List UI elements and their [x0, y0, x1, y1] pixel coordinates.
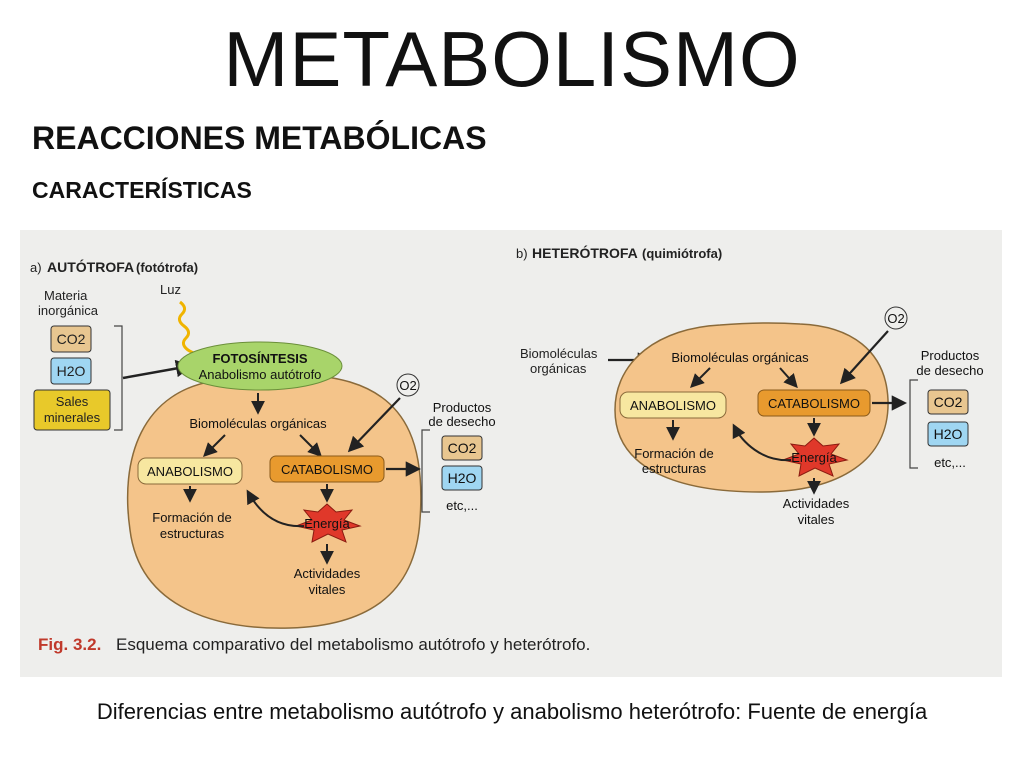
het-bio-to-catabolismo-arrow	[779, 367, 798, 389]
autotrofo-o2-label: O2	[399, 378, 416, 393]
bio-to-catabolismo-arrow	[299, 434, 322, 457]
autotrofo-catabolismo-label: CATABOLISMO	[281, 462, 373, 477]
autotrofo-out-h2o-box	[441, 465, 483, 491]
co2-input-box	[50, 325, 92, 353]
het-o2-to-catabolismo-arrow	[839, 330, 889, 385]
inputs-bracket	[114, 325, 123, 431]
panel-heterotrofo: b) HETERÓTROFA (quimiótrofa) Biomolécula…	[516, 244, 984, 527]
heterotrofo-anabolismo-box	[619, 391, 727, 419]
o2-to-catabolismo-arrow	[347, 397, 401, 453]
autotrofo-energia-star	[294, 503, 362, 543]
autotrofo-heading-prefix: a)	[30, 260, 42, 275]
autotrofo-anabolismo-box	[137, 457, 243, 485]
heterotrofo-etc-label: etc,...	[934, 455, 966, 470]
panel-autotrofo: a) AUTÓTROFA (fotótrofa) Materia inorgán…	[30, 258, 496, 629]
autotrofo-formacion-1: Formación de	[152, 510, 231, 525]
heterotrofo-catabolismo-label: CATABOLISMO	[768, 396, 860, 411]
autotrofo-heading: AUTÓTROFA	[47, 258, 134, 275]
inputs-label-1: Materia	[44, 288, 88, 303]
h2o-input-label: H2O	[57, 363, 86, 379]
anabolismo-autotrofo-label: Anabolismo autótrofo	[199, 367, 322, 382]
heterotrofo-heading: HETERÓTROFA	[532, 244, 638, 261]
slide-footer-caption: Diferencias entre metabolismo autótrofo …	[96, 699, 928, 724]
heterotrofo-out-h2o-box	[927, 421, 969, 447]
slide-subtitle: REACCIONES METABÓLICAS	[32, 120, 487, 156]
autotrofo-heading-sub: (fotótrofa)	[136, 260, 198, 275]
heterotrofo-formacion-1: Formación de	[634, 446, 713, 461]
figure-caption-label: Fig. 3.2.	[38, 635, 101, 654]
heterotrofo-actividades-2: vitales	[798, 512, 835, 527]
heterotrofo-o2-label: O2	[887, 311, 904, 326]
light-ray	[177, 300, 213, 362]
autotrofo-out-co2-label: CO2	[448, 440, 477, 456]
luz-label: Luz	[160, 282, 181, 297]
metabolism-diagram: a) AUTÓTROFA (fotótrofa) Materia inorgán…	[30, 244, 984, 654]
heterotrofo-o2-circle	[884, 306, 908, 330]
autotrofo-productos-1: Productos	[433, 400, 492, 415]
heterotrofo-out-h2o-label: H2O	[934, 426, 963, 442]
autotrofo-output-bracket	[421, 429, 430, 513]
heterotrofo-output-bracket	[909, 379, 918, 469]
het-energia-to-anabolismo-arrow	[732, 423, 792, 462]
het-bio-to-anabolismo-arrow	[690, 367, 711, 388]
energia-to-anabolismo-arrow	[246, 489, 305, 528]
heterotrofo-biomoleculas: Biomoléculas orgánicas	[671, 350, 809, 365]
bio-to-anabolismo-arrow	[203, 434, 226, 457]
heterotrofo-actividades-1: Actividades	[783, 496, 850, 511]
sales-input-box	[33, 389, 111, 431]
heterotrofo-productos-1: Productos	[921, 348, 980, 363]
autotrofo-biomoleculas: Biomoléculas orgánicas	[189, 416, 327, 431]
autotrofo-out-co2-box	[441, 435, 483, 461]
sales-label-1: Sales	[56, 394, 89, 409]
heterotrofo-productos-2: de desecho	[916, 363, 983, 378]
section-heading: CARACTERÍSTICAS	[32, 177, 252, 203]
fotosintesis-ellipse	[177, 341, 343, 391]
heterotrofo-input-2: orgánicas	[530, 361, 587, 376]
autotrofo-productos-2: de desecho	[428, 414, 495, 429]
co2-input-label: CO2	[57, 331, 86, 347]
heterotrofo-out-co2-label: CO2	[934, 394, 963, 410]
metabolism-figure: a) AUTÓTROFA (fotótrofa) Materia inorgán…	[20, 230, 1002, 677]
heterotrofo-input-1: Biomoléculas	[520, 346, 598, 361]
heterotrofo-heading-prefix: b)	[516, 246, 528, 261]
autotrofo-catabolismo-box	[269, 455, 385, 483]
heterotrofo-out-co2-box	[927, 389, 969, 415]
slide-title: METABOLISMO	[223, 15, 801, 103]
heterotrofo-catabolismo-box	[757, 389, 871, 417]
figure-caption-text: Esquema comparativo del metabolismo autó…	[116, 635, 590, 654]
autotrofo-formacion-2: estructuras	[160, 526, 225, 541]
autotrofo-anabolismo-label: ANABOLISMO	[147, 464, 233, 479]
heterotrofo-heading-sub: (quimiótrofa)	[642, 246, 722, 261]
autotrofo-out-h2o-label: H2O	[448, 470, 477, 486]
fotosintesis-label: FOTOSÍNTESIS	[212, 351, 307, 366]
autotrofo-o2-circle	[396, 373, 420, 397]
sales-label-2: minerales	[44, 410, 101, 425]
heterotrofo-energia-star	[781, 437, 849, 477]
autotrofo-etc-label: etc,...	[446, 498, 478, 513]
inputs-label-2: inorgánica	[38, 303, 99, 318]
autotrofo-actividades-2: vitales	[309, 582, 346, 597]
heterotrofo-anabolismo-label: ANABOLISMO	[630, 398, 716, 413]
autotrofo-energia-label: Energía	[304, 516, 350, 531]
heterotrofo-formacion-2: estructuras	[642, 461, 707, 476]
autotrofo-cell	[126, 373, 422, 629]
autotrofo-actividades-1: Actividades	[294, 566, 361, 581]
heterotrofo-energia-label: Energía	[791, 450, 837, 465]
h2o-input-box	[50, 357, 92, 385]
